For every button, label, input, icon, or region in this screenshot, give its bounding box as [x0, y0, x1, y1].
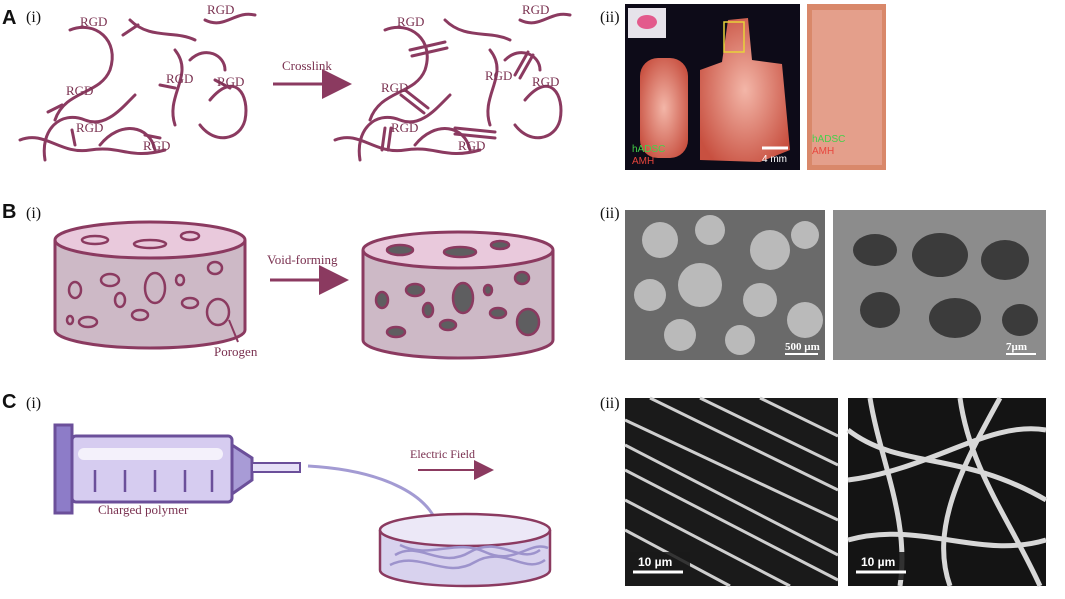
- panel-c: C (i) Charged polymer Electric Field: [2, 391, 1048, 588]
- rgd-network-uncrosslinked: [18, 12, 257, 162]
- panel-letter-b: B: [2, 201, 16, 223]
- panel-a-sub-i: (i): [26, 9, 41, 26]
- rgd-label: RGD: [391, 120, 418, 135]
- scale-4mm: 4 mm: [762, 154, 787, 165]
- scale-10um-left: 10 µm: [638, 555, 672, 569]
- panel-letter-c: C: [2, 391, 16, 413]
- crosslink-label: Crosslink: [282, 58, 332, 73]
- sem-fibers-aligned: 10 µm: [624, 396, 839, 588]
- scaffold-with-porogen: [53, 220, 247, 350]
- rgd-labels-left: RGD RGD RGD RGD RGD RGD RGD: [66, 2, 244, 153]
- panel-c-sub-i: (i): [26, 395, 41, 412]
- porogen-pointer: [228, 319, 239, 343]
- sem-fibers-random: 10 µm: [846, 396, 1048, 588]
- fluorescence-micrograph: hADSC AMH 4 mm: [625, 4, 800, 170]
- rgd-label: RGD: [207, 2, 234, 17]
- panel-b-sub-i: (i): [26, 205, 41, 222]
- amh-label: AMH: [632, 156, 654, 167]
- rgd-label: RGD: [76, 120, 103, 135]
- amh-label-zoom: AMH: [812, 146, 834, 157]
- rgd-labels-right: RGD RGD RGD RGD RGD RGD RGD: [381, 2, 559, 153]
- hadsc-label-zoom: hADSC: [812, 134, 845, 145]
- sem-image-b-left: 500 µm: [625, 210, 825, 360]
- rgd-label: RGD: [143, 138, 170, 153]
- collector-dish: [378, 512, 552, 588]
- electric-field-label: Electric Field: [410, 447, 475, 461]
- fluorescence-zoom: hADSC AMH: [807, 4, 886, 170]
- tissue-thumb: [700, 18, 790, 162]
- charged-polymer-label: Charged polymer: [98, 502, 189, 517]
- panel-a: A (i) RGD RGD RGD RGD RGD RGD: [2, 2, 886, 170]
- rgd-label: RGD: [397, 14, 424, 29]
- panel-c-sub-ii: (ii): [600, 395, 620, 412]
- panel-b-sub-ii: (ii): [600, 205, 620, 222]
- rgd-label: RGD: [217, 74, 244, 89]
- scale-7um: 7µm: [1006, 341, 1027, 353]
- rgd-label: RGD: [66, 83, 93, 98]
- panel-letter-a: A: [2, 7, 16, 29]
- panel-b: B (i) Porogen: [2, 201, 1046, 360]
- rgd-network-crosslinked: [333, 12, 572, 162]
- rgd-label: RGD: [381, 80, 408, 95]
- rgd-label: RGD: [458, 138, 485, 153]
- syringe: [53, 423, 301, 515]
- scale-500um: 500 µm: [785, 341, 820, 353]
- rgd-label: RGD: [522, 2, 549, 17]
- sem-image-b-right: 7µm: [833, 210, 1046, 360]
- panel-a-sub-ii: (ii): [600, 9, 620, 26]
- scaffold-voided: [361, 230, 555, 360]
- hadsc-label: hADSC: [632, 144, 665, 155]
- rgd-label: RGD: [485, 68, 512, 83]
- rgd-label: RGD: [532, 74, 559, 89]
- void-forming-label: Void-forming: [267, 252, 338, 267]
- rgd-label: RGD: [80, 14, 107, 29]
- tissue-oval: [640, 58, 688, 158]
- scale-10um-right: 10 µm: [861, 555, 895, 569]
- rgd-label: RGD: [166, 71, 193, 86]
- porogen-label: Porogen: [214, 344, 258, 359]
